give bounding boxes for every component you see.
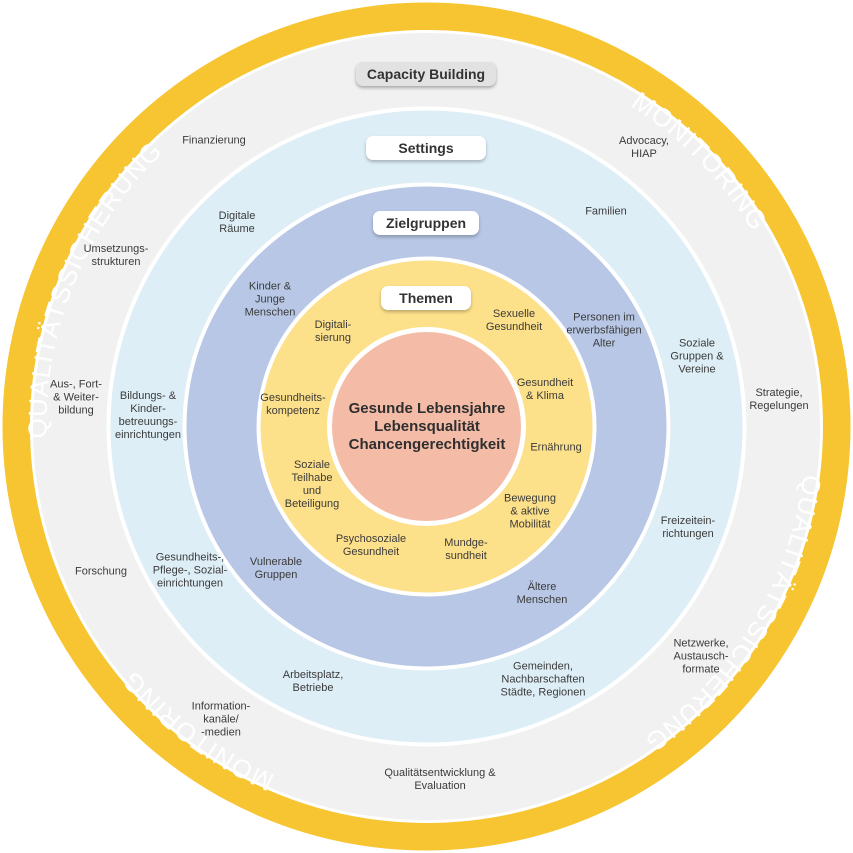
capacity-item-netzwerke: Netzwerke, Austausch- formate <box>673 637 729 676</box>
thema-item-psychosozial: Psychosoziale Gesundheit <box>335 533 407 558</box>
zielgruppe-item-vulnerable: Vulnerable Gruppen <box>249 556 303 581</box>
themen-pill: Themen <box>381 286 471 310</box>
capacity-item-information: Information- kanäle/ -medien <box>191 700 251 739</box>
zielgruppe-item-kinder: Kinder & Junge Menschen <box>244 280 296 319</box>
capacity-item-forschung: Forschung <box>75 565 127 578</box>
capacity-item-umsetzung: Umsetzungs- strukturen <box>83 243 149 268</box>
setting-item-familien: Familien <box>585 205 627 218</box>
center-goals: Gesunde Lebensjahre Lebensqualität Chanc… <box>337 400 517 454</box>
setting-item-arbeitsplatz: Arbeitsplatz, Betriebe <box>282 669 344 694</box>
center-line-1: Gesunde Lebensjahre <box>348 400 506 417</box>
capacity-item-finanzierung: Finanzierung <box>182 134 246 147</box>
setting-item-gesundheit-pflege: Gesundheits-, Pflege-, Sozial- einrichtu… <box>152 551 228 590</box>
zielgruppen-pill: Zielgruppen <box>373 211 479 235</box>
setting-item-bildung: Bildungs- & Kinder- betreuungs- einricht… <box>114 390 182 441</box>
thema-item-ernaehrung: Ernährung <box>530 441 582 454</box>
capacity-item-ausbildung: Aus-, Fort- & Weiter- bildung <box>50 378 102 417</box>
center-line-3: Chancengerechtigkeit <box>348 436 506 453</box>
zielgruppe-item-aeltere: Ältere Menschen <box>516 581 568 606</box>
thema-item-bewegung: Bewegung & aktive Mobilität <box>504 492 556 531</box>
capacity-item-qualitaetsentwicklung: Qualitätsentwicklung & Evaluation <box>384 767 496 792</box>
capacity-item-strategie: Strategie, Regelungen <box>749 387 809 412</box>
thema-item-sexuelle-gesundheit: Sexuelle Gesundheit <box>485 308 543 333</box>
thema-item-mundgesundheit: Mundge- sundheit <box>444 537 488 562</box>
setting-item-soziale-gruppen: Soziale Gruppen & Vereine <box>670 337 724 376</box>
center-circle <box>327 327 526 526</box>
thema-item-klima: Gesundheit & Klima <box>516 377 574 402</box>
setting-item-gemeinden: Gemeinden, Nachbarschaften Städte, Regio… <box>500 660 586 699</box>
capacity-item-advocacy: Advocacy, HIAP <box>619 135 669 160</box>
setting-item-freizeit: Freizeitein- richtungen <box>660 515 716 540</box>
thema-item-teilhabe: Soziale Teilhabe und Beteiligung <box>284 459 340 510</box>
thema-item-gesundheitskompetenz: Gesundheits- kompetenz <box>260 392 326 417</box>
center-line-2: Lebensqualität <box>374 418 480 435</box>
capacity-building-pill: Capacity Building <box>356 62 496 86</box>
zielgruppe-item-personen: Personen im erwerbsfähigen Alter <box>566 311 642 350</box>
setting-item-digitale-raeume: Digitale Räume <box>218 210 256 235</box>
settings-pill: Settings <box>366 136 486 160</box>
thema-item-digitalisierung: Digitali- sierung <box>314 319 352 344</box>
